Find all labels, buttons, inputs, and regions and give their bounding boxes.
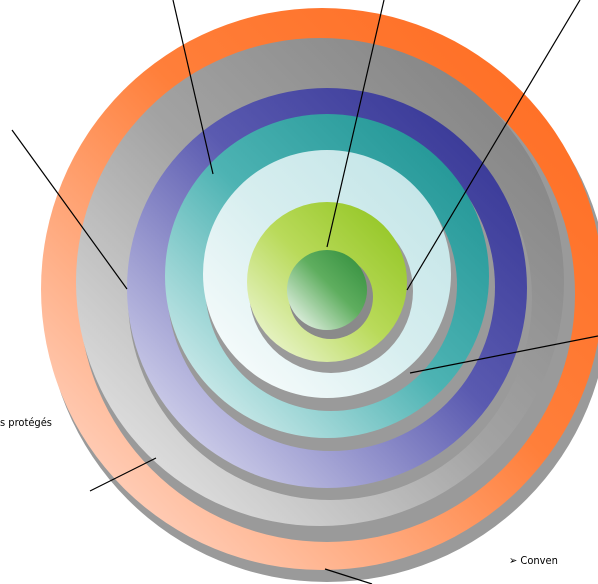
leader-line-top-center	[326, 0, 385, 248]
leader-line-top-left	[172, 0, 214, 175]
leader-line-bottom	[324, 568, 373, 584]
label-proteges: s protégés	[0, 416, 52, 429]
leader-line-left	[11, 129, 128, 290]
label-conven: ➢ Conven	[509, 554, 558, 567]
leader-line-right	[409, 335, 598, 374]
leader-line-top-right	[406, 0, 581, 291]
core-circle	[287, 250, 367, 330]
leader-line-bottom-left	[89, 457, 157, 492]
